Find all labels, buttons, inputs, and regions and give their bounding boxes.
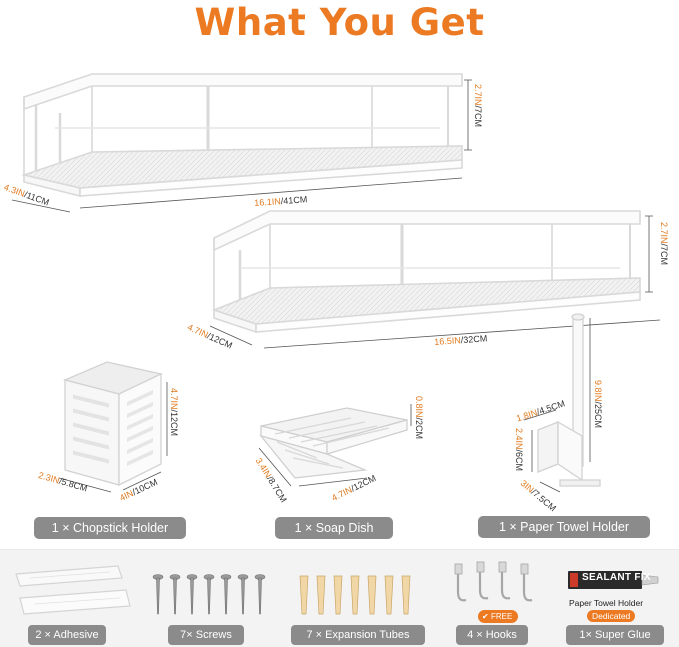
paper-towel-holder-image — [523, 313, 601, 493]
soap-dish-image — [258, 404, 412, 487]
hooks-image — [454, 561, 533, 602]
chopstick-height-dimension: 4.7IN/12CM — [169, 388, 179, 437]
super-glue-label: 1× Super Glue — [566, 625, 664, 645]
chopstick-holder-image — [58, 361, 168, 493]
glue-brand-text: SEALANT FIX — [582, 572, 651, 583]
glue-dedicated-badge: Dedicated — [587, 610, 636, 622]
adhesive-label: 2 × Adhesive — [28, 625, 106, 645]
hooks-label: 4 × Hooks — [456, 625, 528, 645]
glue-caption: Paper Towel Holder — [569, 598, 644, 608]
soap-height-dimension: 0.8IN/2CM — [414, 396, 424, 440]
expansion-tubes-image — [299, 575, 411, 615]
towel-plate-height2-dimension: 2.4IN/6CM — [514, 428, 524, 472]
paper-towel-holder-label: 1 × Paper Towel Holder — [478, 516, 650, 538]
screws-label: 7× Screws — [168, 625, 244, 645]
page-title: What You Get — [194, 1, 485, 44]
screws-image — [152, 574, 266, 615]
expansion-tubes-label: 7 × Expansion Tubes — [291, 625, 425, 645]
shelf1-height-dimension: 2.7IN/7CM — [473, 84, 483, 128]
towel-height-dimension: 9.8IN/25CM — [593, 380, 603, 429]
super-glue-image — [568, 571, 659, 589]
free-badge: ✔ FREE — [478, 610, 519, 623]
checkmark-icon: ✔ — [482, 612, 491, 621]
soap-dish-label: 1 × Soap Dish — [275, 517, 393, 539]
shelf2-height-dimension: 2.7IN/7CM — [659, 222, 669, 266]
chopstick-holder-label: 1 × Chopstick Holder — [34, 517, 186, 539]
adhesive-strips-image — [15, 565, 131, 615]
